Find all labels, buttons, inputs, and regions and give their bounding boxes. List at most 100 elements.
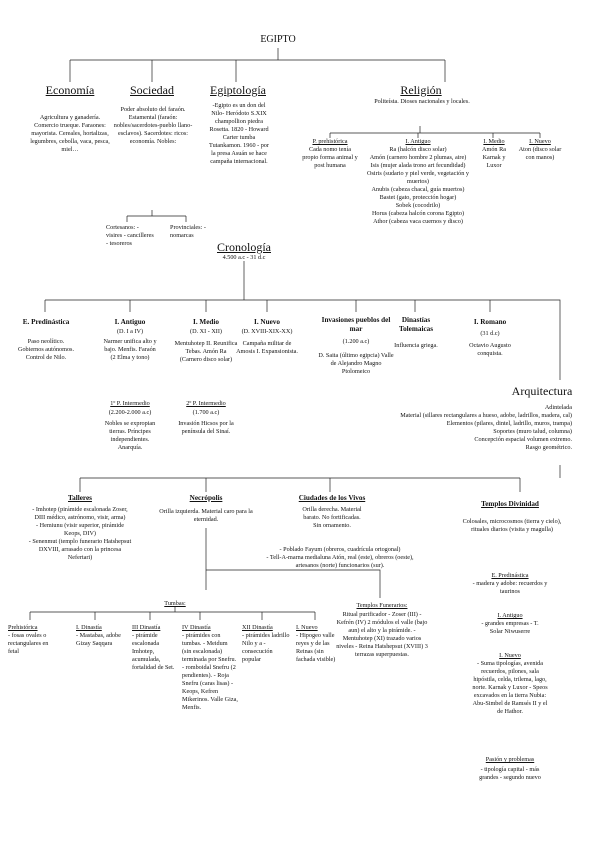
- religion-antiguo-item: Bastet (gato, protección hogar): [379, 194, 457, 201]
- tumbas-xiidinastia-title: XII Dinastía: [242, 624, 273, 631]
- religion-prehistoria-text: Cada nomo tenía propio forma animal y po…: [302, 146, 358, 169]
- sociedad-provinciales: Provinciales: - nomarcas: [170, 224, 206, 239]
- tumbas-idinastia-text: - Mastabas, adobe Gizay Saqqara: [76, 632, 121, 647]
- religion-antiguo-item: Osiris (sudario y piel verde, vegetación…: [367, 170, 469, 185]
- periodo-romano-text: Octavio Augusto conquista.: [469, 342, 511, 357]
- templos-antiguo-text: - grandes empresas - T. Solar Niwuserre: [481, 620, 539, 635]
- periodo-intermedio1-title: 1º P. Intermedio: [110, 400, 150, 407]
- templos-funerarios-title: Templos Funerarios:: [356, 602, 408, 609]
- religion-antiguo-title: I. Antiguo: [405, 138, 431, 145]
- religion-antiguo-item: Athor (cabeza vaca cuernos y disco): [373, 218, 463, 225]
- religion-antiguo-item: Ra (halcón disco solar): [389, 146, 447, 153]
- arquitectura-line: Soportes (muro talud, columna): [493, 428, 572, 435]
- sociedad-text: Poder absoluto del faraón. Estamental (f…: [113, 106, 193, 145]
- religion-heading: Religión: [400, 83, 442, 97]
- arquitectura-heading: Arquitectura: [511, 384, 573, 398]
- ciudades-item: - Poblado Fayum (obreros, cuadrícula ort…: [279, 546, 401, 553]
- periodo-invasiones-title: Invasiones pueblos del mar: [321, 316, 391, 333]
- religion-antiguo-item: Isis (mujer alada trono art fecundidad): [370, 162, 466, 169]
- arquitectura-line: Adintelada: [544, 404, 572, 411]
- religion-antiguo-item: Horus (cabeza halcón corona Egipto): [371, 210, 465, 217]
- necropolis-text: Orilla izquierda. Material caro para la …: [159, 508, 253, 523]
- periodo-invasiones-sub: (1.200 a.c): [342, 338, 370, 345]
- arquitectura-line: Rasgo geométrico.: [525, 444, 572, 451]
- religion-text: Politeísta. Dioses nacionales y locales.: [374, 98, 470, 105]
- templos-nuevo-title: I. Nuevo: [499, 652, 521, 659]
- templos-antiguo-title: I. Antiguo: [497, 612, 523, 619]
- egiptologia-text: -Egipto es un don del Nilo- Heródoto S.X…: [209, 102, 269, 165]
- periodo-romano-title: I. Romano: [473, 318, 507, 326]
- arquitectura-line: Material (sillares rectangulares a hueso…: [400, 412, 572, 419]
- periodo-antiguo-sub: (D. I a IV): [116, 328, 144, 335]
- religion-antiguo-item: Anubis (cabeza chacal, guía muertos): [371, 186, 465, 193]
- periodo-nuevo-text: Campaña militar de Amosis I. Expansionis…: [236, 340, 298, 355]
- talleres-heading: Talleres: [68, 494, 92, 502]
- talleres-item: - Senenmut (templo funerario Hatshepsut …: [28, 538, 132, 561]
- periodo-tolemaicas-text: Influencia griega.: [394, 342, 438, 349]
- ciudades-heading: Ciudades de los Vivos: [298, 494, 366, 502]
- periodo-tolemaicas-title: Dinastías Tolemaicas: [398, 316, 434, 333]
- necropolis-heading: Necrópolis: [189, 494, 223, 502]
- sociedad-cortesanos: Cortesanos: - visires - cancilleres - te…: [106, 224, 154, 247]
- periodo-medio-text: Mentuhotep II. Reunifica Tebas. Amón Ra …: [174, 340, 238, 363]
- templos-divinidad-text: Colosales, microcosmos (tierra y cielo),…: [462, 518, 562, 533]
- egiptologia-heading: Egiptología: [210, 83, 266, 97]
- religion-antiguo-item: Sobek (cocodrilo): [395, 202, 441, 209]
- periodo-romano-sub: (31 d.c): [480, 330, 500, 337]
- tumbas-prehistorica-text: - fosas ovales o rectangulares en fetal: [8, 632, 49, 655]
- economia-text: Agricultura y ganadería. Comercio truequ…: [30, 114, 110, 153]
- periodo-nuevo-title: I. Nuevo: [254, 318, 280, 326]
- tumbas-iiidinastia-title: III Dinastía: [132, 624, 161, 631]
- periodo-nuevo-sub: (D. XVIII-XIX-XX): [241, 328, 293, 335]
- periodo-predinastica-text: Paso neolítico. Gobiernos autónomos. Con…: [17, 338, 75, 361]
- periodo-intermedio1-text: Nobles se expropian tierras. Príncipes i…: [104, 420, 156, 451]
- talleres-item: - Hemiunu (visir superior, pirámide Keop…: [36, 522, 124, 537]
- cronologia-range: 4.500 a.c - 31 d.c: [222, 254, 266, 261]
- talleres-item: - Imhotep (pirámide escalonada Zoser, DI…: [32, 506, 128, 521]
- periodo-antiguo-text: Narmer unifica alto y bajo. Menfis. Fara…: [103, 338, 157, 361]
- ciudades-item: - Tell-A-marna medialuna Atón, real (est…: [266, 554, 414, 569]
- sociedad-heading: Sociedad: [130, 83, 174, 97]
- tumbas-heading: Tumbas:: [164, 600, 186, 607]
- religion-nuevo-text: Aton (disco solar con manos): [518, 146, 562, 161]
- tumbas-prehistorica-title: Prehistórica: [8, 624, 38, 631]
- tumbas-xiidinastia-text: - pirámides ladrillo Nilo y a - consecuc…: [242, 632, 290, 663]
- templos-predinastica-title: E. Predinástica: [491, 572, 529, 579]
- periodo-intermedio1-sub: (2.200-2.000 a.c): [108, 409, 152, 416]
- religion-medio-text: Amón Ra Karnak y Luxor: [482, 146, 506, 169]
- periodo-predinastica-title: E. Predinástica: [22, 318, 70, 326]
- religion-prehistoria-title: P. prehistórica: [312, 138, 348, 145]
- tumbas-ivdinastia-text: - pirámides con tumbas. - Meidum (sin es…: [182, 632, 238, 711]
- tumbas-ivdinastia-title: IV Dinastía: [182, 624, 211, 631]
- periodo-intermedio2-text: Invasión Hicsos por la península del Sin…: [178, 420, 234, 435]
- templos-divinidad-heading: Templos Divinidad: [481, 500, 539, 508]
- templos-funerarios-text: Ritual purificador - Zoser (III) -Kefrén…: [336, 611, 428, 658]
- periodo-antiguo-title: I. Antiguo: [114, 318, 146, 326]
- religion-antiguo-list: Ra (halcón disco solar) Amón (carnero ho…: [362, 146, 474, 226]
- templos-predinastica-text: - madera y adobe: recuerdos y taurinos: [472, 580, 548, 595]
- templos-pasion-title: Pasión y problemas: [485, 756, 535, 763]
- periodo-invasiones-text: D. Saita (último egipcia) Valle de Aleja…: [318, 352, 394, 375]
- tumbas-inuevo-text: - Hipogeo valle reyes y de las Reinas (s…: [296, 632, 336, 663]
- ciudades-list: - Poblado Fayum (obreros, cuadrícula ort…: [260, 546, 420, 570]
- ciudades-text: Orilla derecha. Material barato. No fort…: [302, 506, 362, 529]
- arquitectura-list: Adintelada Material (sillares rectangula…: [340, 404, 572, 452]
- periodo-medio-title: I. Medio: [193, 318, 219, 326]
- cronologia-heading: Cronología: [217, 240, 271, 254]
- tumbas-idinastia-title: I. Dinastía: [76, 624, 102, 631]
- arquitectura-line: Elementos (pilares, dintel, ladrillo, mu…: [446, 420, 572, 427]
- religion-antiguo-item: Amón (carnero hombre 2 plumas, aire): [369, 154, 467, 161]
- arquitectura-line: Concepción espacial volumen extremo.: [474, 436, 572, 443]
- economia-heading: Economía: [45, 83, 95, 97]
- templos-nuevo-text: - Suma tipologías, avenida recuerdos, pi…: [472, 660, 548, 715]
- tumbas-inuevo-title: I. Nuevo: [296, 624, 318, 631]
- periodo-intermedio2-title: 2º P. Intermedio: [186, 400, 226, 407]
- tumbas-iiidinastia-text: - pirámide escalonada Imhotep, acumulada…: [132, 632, 175, 671]
- page-title: EGIPTO: [260, 34, 296, 45]
- religion-nuevo-title: I. Nuevo: [529, 138, 551, 145]
- periodo-medio-sub: (D. XI - XII): [190, 328, 222, 335]
- periodo-intermedio2-sub: (1.700 a.c): [192, 409, 220, 416]
- templos-pasion-text: - tipología capital - más grandes - segu…: [479, 766, 541, 781]
- talleres-list: - Imhotep (pirámide escalonada Zoser, DI…: [28, 506, 132, 562]
